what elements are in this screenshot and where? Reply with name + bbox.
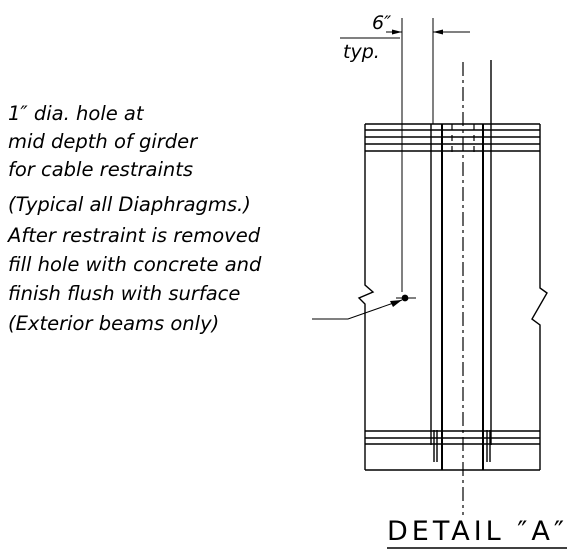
note-line-8: (Exterior beams only) [8,312,219,335]
cable-hole-marker [396,294,416,302]
note-line-2: mid depth of girder [8,130,199,153]
leader-line [312,299,403,320]
dimension-value: 6″ [372,12,391,34]
girder-elevation [312,60,548,515]
note-line-7: finish flush with surface [8,282,240,305]
hole-note: 1″ dia. hole at mid depth of girder for … [6,102,262,335]
note-line-1: 1″ dia. hole at [8,102,145,125]
arrowhead-left [392,29,402,35]
note-line-5: After restraint is removed [6,224,261,247]
note-line-6: fill hole with concrete and [8,253,262,276]
left-break-line [357,124,375,470]
note-line-3: for cable restraints [8,158,193,181]
dimension-annotation: 6″ typ. [340,12,470,292]
detail-title-block: DETAIL ″A″ [387,516,568,549]
note-line-4: (Typical all Diaphragms.) [8,193,251,216]
arrowhead-right [433,29,443,35]
detail-title: DETAIL ″A″ [387,516,568,547]
right-break-line [531,124,548,470]
hole-dot [401,294,409,302]
dimension-label: typ. [343,41,380,63]
leader-arrowhead [390,300,402,307]
